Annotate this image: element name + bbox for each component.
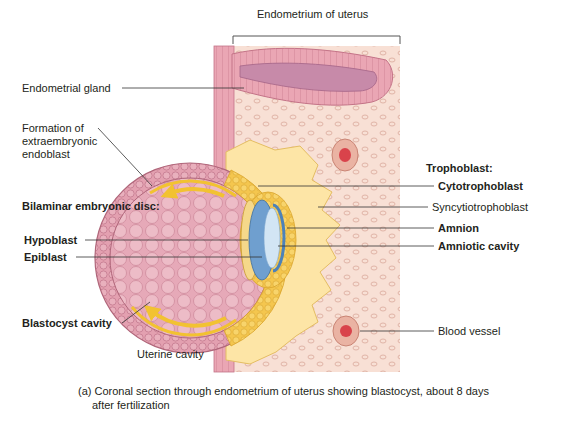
part-label: Epiblast: [24, 251, 67, 264]
leader-line: [258, 186, 434, 187]
part-label: Blood vessel: [438, 325, 500, 338]
blood-vessel: [332, 139, 358, 171]
part-label: Blastocyst cavity: [22, 317, 112, 330]
figure-caption: (a) Coronal section through endometrium …: [78, 384, 512, 412]
region-label: Endometrium of uterus: [257, 8, 368, 21]
leader-line: [122, 88, 244, 89]
endoblast-layer: [150, 181, 236, 196]
part-label: Uterine cavity: [137, 348, 204, 361]
blood-vessel: [333, 316, 359, 346]
leader-line: [85, 240, 248, 241]
endometrial-gland: [232, 48, 393, 105]
leader-line: [287, 228, 434, 229]
leader-line: [360, 331, 434, 332]
vessel-lumen: [340, 325, 352, 337]
leader-line: [98, 128, 152, 186]
part-label: Endometrial gland: [22, 82, 111, 95]
part-label: Amniotic cavity: [438, 240, 519, 253]
vessel-lumen: [339, 148, 351, 162]
amnion: [273, 205, 284, 271]
leader-line: [122, 302, 150, 323]
amniotic-cavity: [264, 208, 280, 268]
leader-line: [318, 207, 428, 208]
endoblast-layer: [132, 307, 236, 335]
bracket: [233, 36, 400, 44]
part-label: Hypoblast: [24, 234, 77, 247]
part-label: Syncytiotrophoblast: [432, 201, 528, 214]
part-label: Formation of extraembryonic endoblast: [22, 122, 114, 161]
part-label: Amnion: [438, 222, 479, 235]
leader-line: [76, 257, 262, 258]
cytotrophoblast: [240, 192, 296, 288]
migration-arrow: [168, 189, 224, 196]
part-label: Cytotrophoblast: [438, 180, 523, 193]
leader-line: [278, 246, 434, 247]
group-heading: Trophoblast:: [426, 162, 493, 175]
migration-arrow: [150, 310, 226, 326]
gland-lumen: [240, 63, 377, 91]
group-heading: Bilaminar embryonic disc:: [22, 200, 160, 213]
